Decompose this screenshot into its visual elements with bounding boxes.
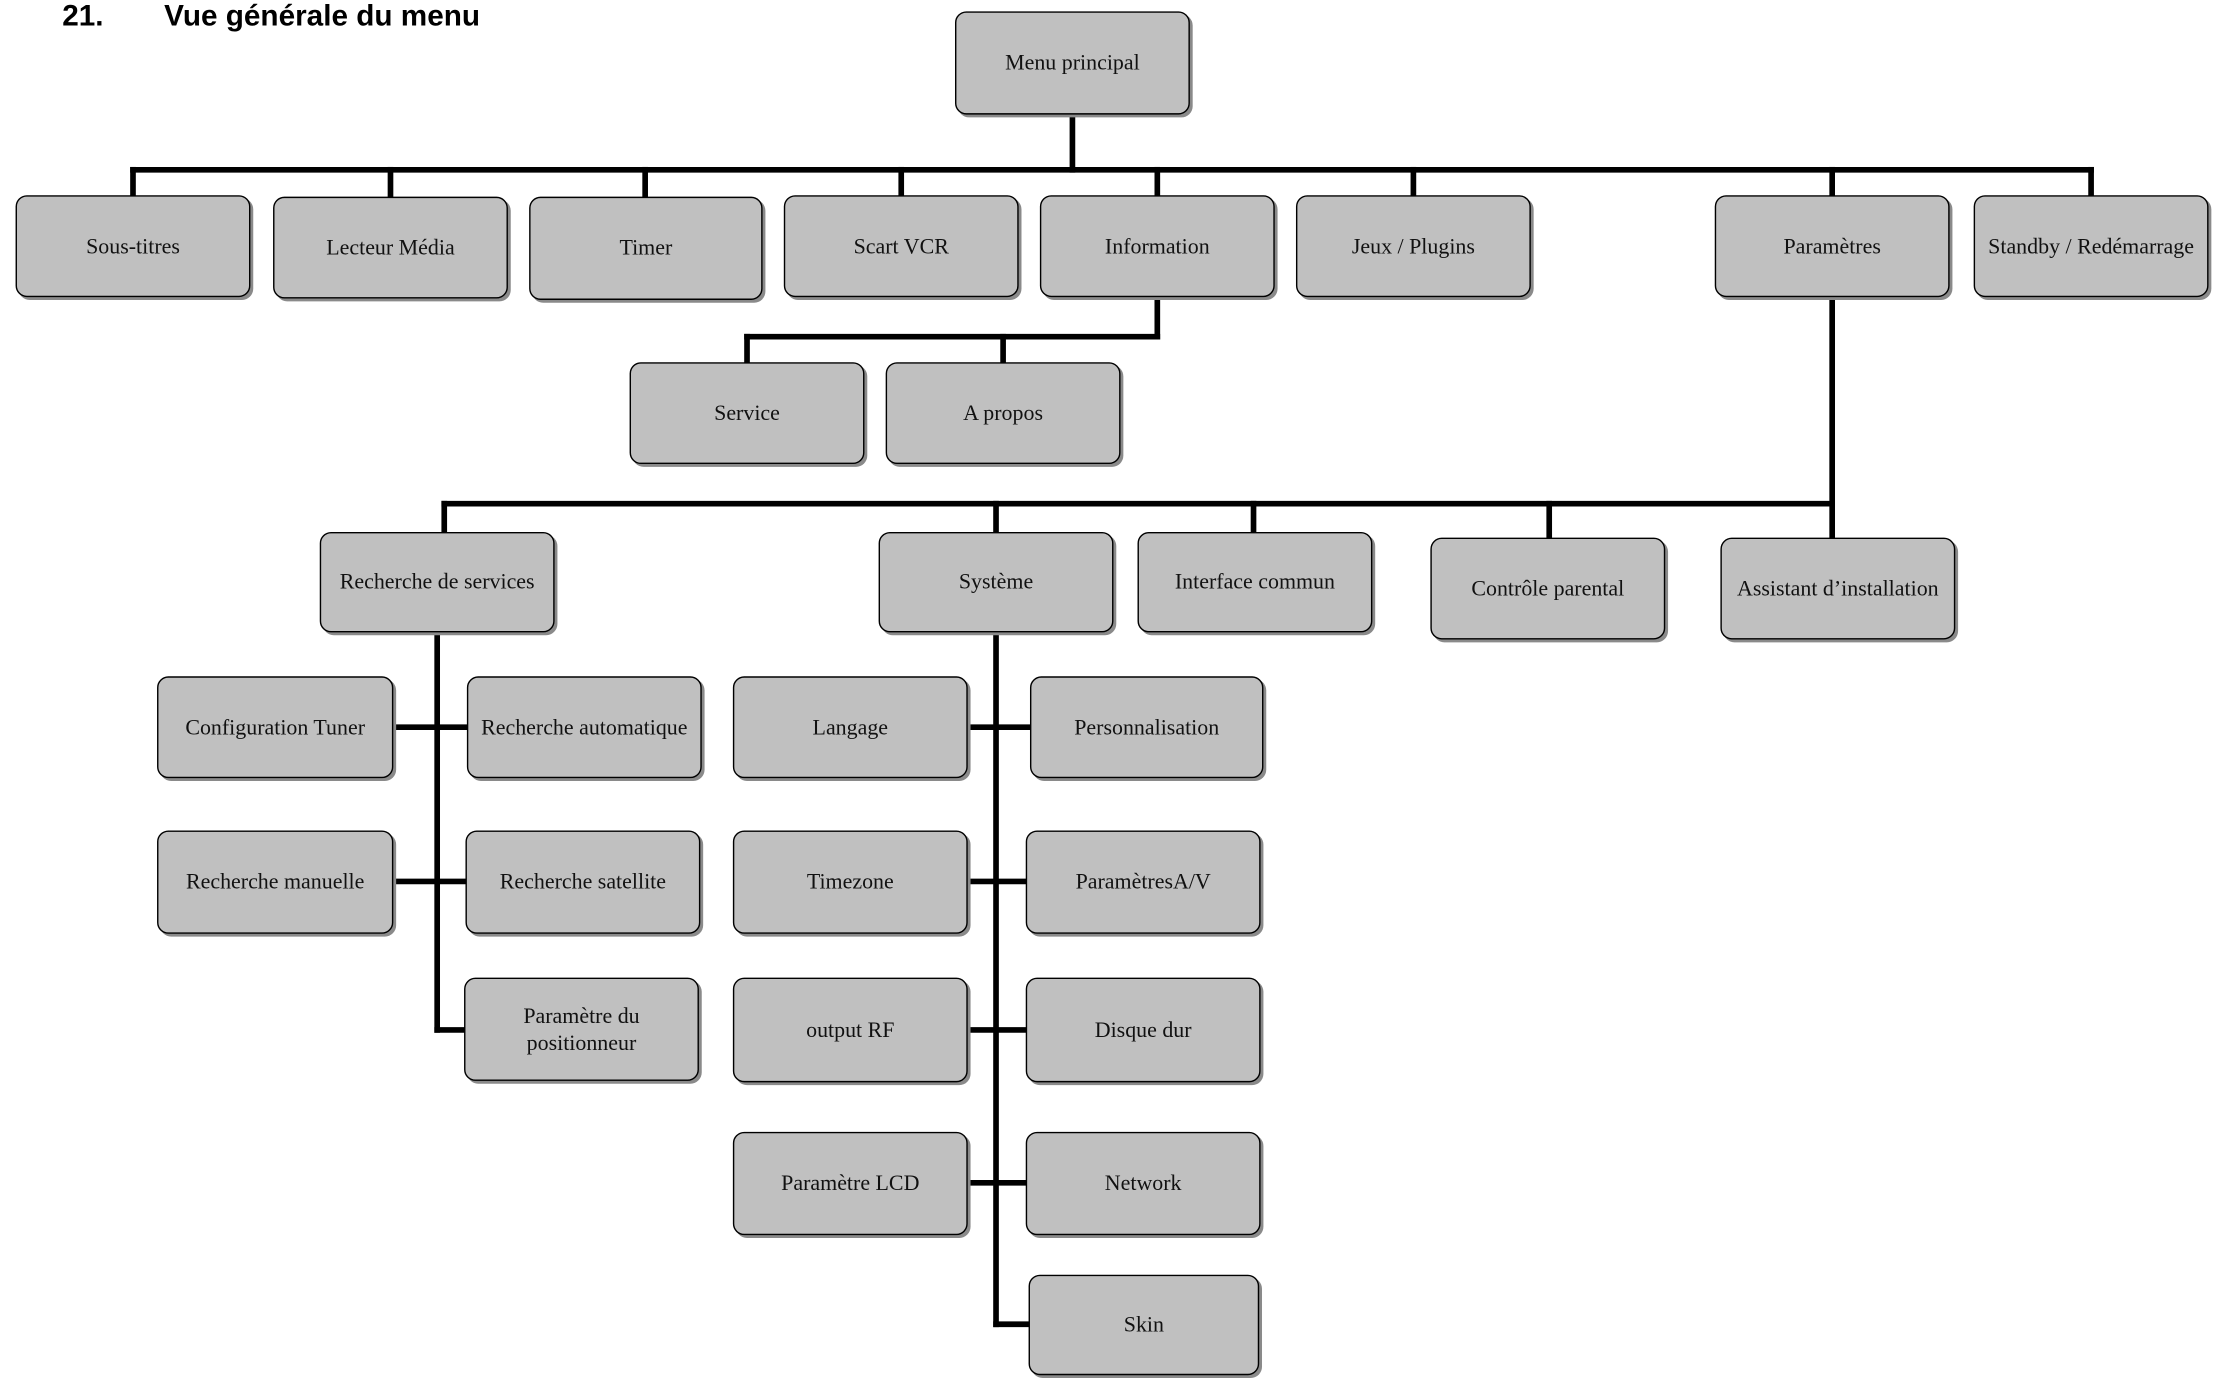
node-parametres-av: ParamètresA/V [1025,830,1261,934]
node-label: A propos [963,401,1044,426]
node-label: Interface commun [1174,570,1336,595]
node-a-propos: A propos [885,362,1121,465]
node-label: ParamètresA/V [1075,870,1211,895]
node-label: Langage [812,715,889,740]
node-service: Service [629,362,865,465]
node-timezone: Timezone [732,830,968,934]
node-menu-principal: Menu principal [954,11,1190,115]
node-label: Configuration Tuner [185,715,366,740]
node-label: Recherche satellite [499,870,666,895]
node-label: Personnalisation [1074,715,1220,740]
node-label: Timer [619,236,673,261]
node-label: Recherche manuelle [185,870,365,895]
node-parametre-lcd: Paramètre LCD [732,1131,968,1236]
node-label: Recherche de services [339,570,535,595]
node-label: Disque dur [1094,1017,1192,1043]
node-label: output RF [806,1017,895,1043]
node-langage: Langage [732,676,968,779]
node-recherche-automatique: Recherche automatique [466,676,702,779]
node-assistant-installation: Assistant d’installation [1720,537,1956,640]
node-recherche-manuelle: Recherche manuelle [157,830,394,934]
node-label: Menu principal [1005,50,1140,75]
node-label: Service [714,401,780,426]
node-timer: Timer [529,196,763,300]
section-heading: 21. Vue générale du menu [62,0,480,37]
node-output-rf: output RF [732,977,968,1083]
section-title: Vue générale du menu [164,0,481,33]
node-standby-redemarrage: Standby / Redémarrage [1973,195,2209,298]
node-label: Paramètre du positionneur [523,1003,640,1055]
node-parametres: Paramètres [1714,195,1950,298]
node-controle-parental: Contrôle parental [1430,537,1666,640]
node-lecteur-media: Lecteur Média [273,196,508,299]
node-label: Paramètre LCD [781,1171,920,1196]
node-label: Standby / Redémarrage [1988,234,2194,259]
node-label: Paramètres [1783,234,1881,259]
node-label: Timezone [806,870,894,895]
node-sous-titres: Sous-titres [15,195,251,298]
node-network: Network [1025,1131,1261,1236]
node-label: Sous-titres [86,234,180,259]
node-label: Information [1104,234,1210,259]
node-personnalisation: Personnalisation [1029,676,1264,779]
node-systeme: Système [878,531,1114,633]
node-scart-vcr: Scart VCR [783,195,1019,298]
node-label: Système [958,570,1034,595]
node-interface-commun: Interface commun [1137,531,1373,633]
node-recherche-de-services: Recherche de services [319,531,555,633]
node-label: Assistant d’installation [1737,576,1939,601]
node-skin: Skin [1028,1274,1260,1376]
node-label: Recherche automatique [481,715,688,740]
node-label: Network [1104,1171,1182,1196]
node-label: Skin [1123,1312,1164,1337]
node-label: Lecteur Média [326,235,455,260]
node-recherche-satellite: Recherche satellite [465,830,701,934]
node-parametre-positionneur: Paramètre du positionneur [464,977,699,1081]
node-information: Information [1039,195,1275,298]
node-jeux-plugins: Jeux / Plugins [1295,195,1531,298]
node-disque-dur: Disque dur [1025,977,1261,1083]
node-label: Scart VCR [853,234,949,259]
node-label: Contrôle parental [1471,576,1625,601]
section-number: 21. [62,0,104,33]
node-label: Jeux / Plugins [1351,234,1475,259]
node-configuration-tuner: Configuration Tuner [157,676,394,779]
